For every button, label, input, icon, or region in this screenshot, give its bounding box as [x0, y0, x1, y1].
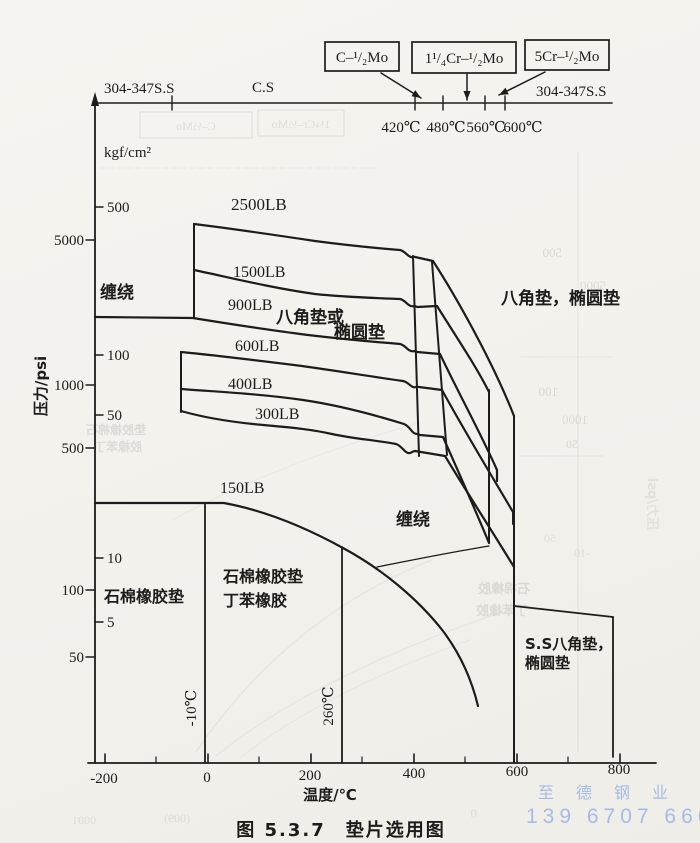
region-asbestos-left: 石棉橡胶垫: [103, 587, 184, 606]
curve-150lb: [93, 501, 480, 708]
bleedthrough-text: 1000: [562, 412, 588, 427]
region-ss-oct-1: S.S八角垫，: [525, 635, 612, 653]
region-asbestos-mid-1: 石棉橡胶垫: [222, 567, 303, 586]
bleedthrough-box: [139, 111, 253, 139]
curve-900lb: [93, 315, 499, 483]
cascade-vertical-480c: [431, 261, 448, 456]
label-400lb: 400LB: [228, 376, 272, 393]
y-label-kgf-100: 100: [107, 348, 130, 364]
bleedthrough-text: 500: [543, 245, 563, 260]
material-box-label-3: 5Cr–¹/₂Mo: [535, 49, 600, 65]
y-label-psi-1000: 1000: [54, 378, 84, 394]
x-label-600: 600: [506, 764, 529, 780]
bleedthrough-text: 0001: [72, 813, 96, 827]
x-label-400: 400: [403, 766, 426, 782]
label-2500lb: 2500LB: [231, 195, 287, 214]
top-mid-material: C.S: [252, 80, 274, 96]
curve-1500lb: [192, 268, 491, 394]
curve-600lb: [179, 350, 515, 514]
y-label-kgf-500: 500: [107, 200, 130, 216]
top-right-material: 304-347S.S: [536, 84, 606, 100]
region-wound-mid: 缠绕: [396, 509, 430, 530]
top-tick-420: 420℃: [381, 120, 420, 136]
y-label-kgf-10: 10: [107, 551, 122, 567]
watermark-phone: 139 6707 6667: [526, 805, 700, 828]
label-900lb: 900LB: [228, 297, 272, 314]
material-box-cr-mo: [411, 41, 517, 74]
material-box-c-mo: [324, 41, 400, 72]
label-1500lb: 1500LB: [233, 264, 285, 281]
label-150lb: 150LB: [220, 480, 264, 497]
y-label-psi-500: 500: [62, 441, 85, 457]
top-left-material: 304-347S.S: [104, 81, 174, 97]
bleedthrough-text: -10: [574, 546, 590, 560]
bleedthrough-text: C–½Mo: [176, 119, 216, 133]
region-oct-or-oval-2: 椭圆垫: [334, 322, 385, 343]
material-box-label-1: C–¹/₂Mo: [336, 50, 388, 66]
bleedthrough-text: 100: [539, 384, 559, 399]
y-label-kgf-5: 5: [107, 615, 115, 631]
bleedthrough-curve: [215, 611, 503, 757]
y-label-psi-50: 50: [69, 650, 84, 666]
bleedthrough-text: 0: [471, 806, 478, 821]
bleedthrough-text: 压力/psi: [644, 478, 660, 530]
bleedthrough-text: 垫胶橡棉石: [86, 422, 146, 437]
region-asbestos-mid-2: 丁苯橡胶: [223, 591, 287, 610]
bleedthrough-text: 50: [566, 437, 578, 451]
label-600lb: 600LB: [235, 338, 279, 355]
curve-2500lb: [192, 222, 516, 418]
x-label-800: 800: [608, 762, 631, 778]
label-300lb: 300LB: [255, 406, 299, 423]
region-oct-oval-right: 八角垫，椭圆垫: [501, 288, 620, 309]
x-label-m200: -200: [90, 771, 118, 787]
region-wound-upper: 缠绕: [100, 282, 134, 303]
region-oct-or-oval-1: 八角垫或: [276, 307, 344, 328]
bleedthrough-text: 5000: [580, 278, 606, 293]
bleedthrough-box: [257, 109, 345, 137]
bleedthrough-text: 胶橡苯丁: [94, 439, 142, 454]
arrow-c-mo-head: [411, 90, 421, 98]
y-label-psi-5000: 5000: [54, 233, 84, 249]
curve-400lb: [179, 387, 491, 545]
material-box-label-2: 1¹/₄Cr–¹/₂Mo: [425, 51, 504, 67]
bleedthrough-curve: [195, 559, 433, 753]
wound-region-lower-edge: [376, 545, 490, 568]
bleedthrough-text: (009): [164, 811, 190, 825]
bleedthrough-text: 丁苯橡胶: [476, 603, 528, 619]
x-axis-title: 温度/℃: [303, 786, 357, 804]
bleedthrough-curve: [239, 639, 471, 759]
cascade-vertical-420c: [412, 255, 420, 457]
label-minus10c: -10℃: [184, 690, 200, 727]
top-tick-480: 480℃: [426, 120, 465, 136]
y-label-kgf-50: 50: [107, 408, 122, 424]
bleedthrough-curve: [171, 421, 423, 521]
y-unit-kgf: kgf/cm²: [104, 145, 151, 161]
label-260c: 260℃: [321, 686, 337, 725]
y-axis-title: 压力/psi: [32, 356, 50, 416]
curve-300lb: [179, 409, 516, 569]
arrow-cr-mo-head: [463, 91, 471, 100]
top-tick-600: 600℃: [503, 120, 542, 136]
arrow-5cr-mo-head: [499, 87, 509, 95]
watermark-brand: 至德钢业: [538, 785, 691, 802]
region-ss-oct-2: 椭圆垫: [525, 654, 570, 672]
y-label-psi-100: 100: [62, 583, 85, 599]
figure-caption: 图 5.3.7 垫片选用图: [236, 820, 446, 841]
bleedthrough-text: 1¼Cr–½Mo: [272, 117, 331, 131]
ss-region-top-edge: [513, 605, 614, 618]
top-tick-560: 560℃: [466, 120, 505, 136]
y-axis-arrowhead: [91, 92, 99, 106]
x-label-0: 0: [203, 770, 211, 786]
x-label-200: 200: [299, 768, 322, 784]
material-box-5cr-mo: [524, 39, 610, 71]
bleedthrough-text: 50: [544, 531, 556, 545]
bleedthrough-text: 石棉橡胶: [478, 581, 531, 597]
